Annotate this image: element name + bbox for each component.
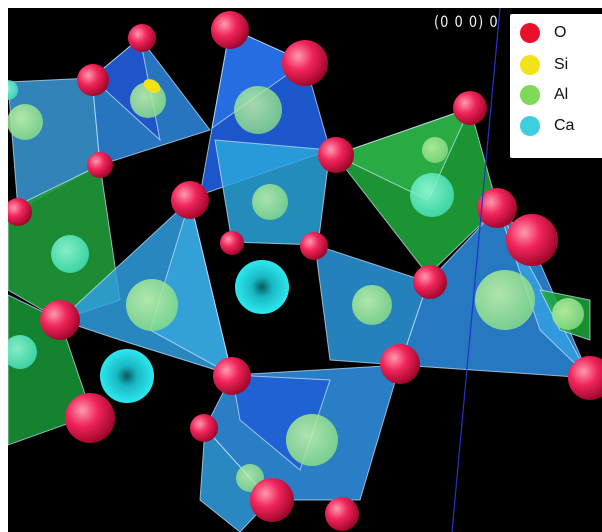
al-atom [252, 184, 288, 220]
legend-item-aluminium: Al [520, 82, 568, 108]
legend-label: O [554, 24, 567, 41]
render-viewport: (0 0 0) 0 [8, 8, 602, 532]
o-atom [325, 497, 359, 531]
al-atom [352, 285, 392, 325]
al-atom [422, 137, 448, 163]
o-atom [250, 478, 294, 522]
ca-atom [100, 349, 154, 403]
al-atom [410, 173, 454, 217]
o-atom [65, 393, 115, 443]
al-atom [126, 279, 178, 331]
o-atom [282, 40, 328, 86]
o-atom [87, 152, 113, 178]
o-atom [453, 91, 487, 125]
o-atom [211, 11, 249, 49]
tetrahedron-face [149, 198, 233, 376]
legend: O Si Al Ca [510, 14, 602, 158]
o-atom [40, 300, 80, 340]
crystal-polyhedra-render [8, 8, 602, 532]
legend-label: Ca [554, 117, 575, 134]
silicon-swatch [520, 55, 540, 75]
ca-atom [235, 260, 289, 314]
aluminium-swatch [520, 85, 540, 105]
o-atom [506, 214, 558, 266]
oxygen-atoms [8, 11, 602, 531]
al-atom [234, 86, 282, 134]
o-atom [8, 198, 32, 226]
o-atom [318, 137, 354, 173]
o-atom [568, 356, 602, 400]
al-atom [475, 270, 535, 330]
al-atom [552, 298, 584, 330]
cell-edge-line [451, 8, 501, 532]
si-atom [143, 79, 161, 93]
o-atom [213, 357, 251, 395]
o-atom [190, 414, 218, 442]
calcium-swatch [520, 116, 540, 136]
legend-label: Al [554, 86, 569, 103]
legend-item-oxygen: O [520, 20, 566, 46]
al-atom [8, 104, 43, 140]
o-atom [380, 344, 420, 384]
silicon-atoms [143, 79, 161, 93]
o-atom [413, 265, 447, 299]
legend-label: Si [554, 56, 569, 73]
al-atom [8, 80, 18, 100]
legend-item-silicon: Si [520, 52, 568, 78]
o-atom [128, 24, 156, 52]
o-atom [477, 188, 517, 228]
legend-item-calcium: Ca [520, 113, 574, 139]
o-atom [77, 64, 109, 96]
o-atom [171, 181, 209, 219]
oxygen-swatch [520, 23, 540, 43]
al-atom [8, 335, 37, 369]
al-atom [286, 414, 338, 466]
o-atom [220, 231, 244, 255]
o-atom [300, 232, 328, 260]
axis-orientation-label: (0 0 0) 0 [434, 14, 499, 32]
calcium-atoms [100, 260, 289, 403]
al-atom [51, 235, 89, 273]
aluminium-atoms [8, 80, 584, 492]
